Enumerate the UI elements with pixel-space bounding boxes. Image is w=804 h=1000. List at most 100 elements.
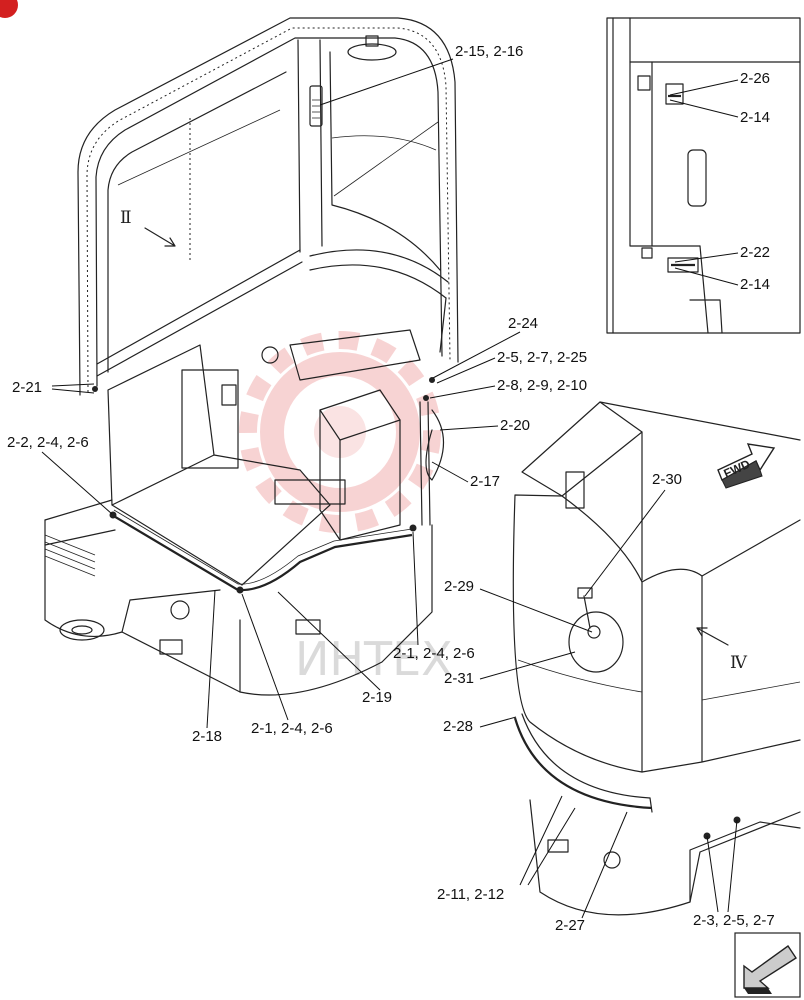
counterweight-panel — [512, 494, 643, 773]
mount-ring-inner — [71, 625, 93, 635]
leader-line — [479, 716, 517, 728]
callout-2-21: 2-21 — [12, 379, 42, 396]
base-bracket-b — [295, 619, 321, 635]
window-lower-rail-a — [96, 249, 301, 365]
mount-ring — [59, 619, 105, 641]
front-lower-band-a — [309, 249, 449, 283]
leader-line — [439, 425, 499, 431]
inset-handle — [687, 149, 707, 207]
callout-2-26: 2-26 — [740, 70, 770, 87]
callout-2-3-2-5-2-7: 2-3, 2-5, 2-7 — [693, 912, 775, 929]
decal-2-22 — [667, 257, 699, 273]
callout-2-8-2-9-2-10: 2-8, 2-9, 2-10 — [497, 377, 587, 394]
left-console-panel — [221, 384, 237, 406]
inset-door-frame — [629, 17, 701, 247]
floor-plate — [274, 479, 346, 505]
leader-line — [206, 589, 216, 729]
leader-line — [51, 383, 95, 387]
rear-frame-lower — [529, 799, 801, 916]
front-pillar-left — [297, 39, 301, 253]
cab-base-top — [44, 499, 116, 546]
bolt — [429, 377, 435, 383]
decal-2-26 — [665, 83, 684, 105]
cab-assembly — [44, 17, 459, 696]
base-lower-edge — [121, 589, 241, 693]
hose-2-20 — [425, 409, 444, 481]
skirt-2-28 — [513, 717, 653, 810]
leader-line — [674, 267, 739, 286]
nav-arrow-button[interactable] — [734, 932, 801, 998]
skirt-2-27 — [521, 713, 651, 799]
leader-line — [669, 99, 739, 118]
bolt — [423, 395, 429, 401]
front-window-reflection-a — [331, 135, 437, 151]
front-window-opening — [329, 51, 441, 271]
callout-2-15-2-16: 2-15, 2-16 — [455, 43, 523, 60]
inset-bracket — [641, 247, 653, 259]
view-marker-ii: Ⅱ — [120, 208, 132, 228]
callout-2-22: 2-22 — [740, 244, 770, 261]
callout-2-19: 2-19 — [362, 689, 392, 706]
callout-2-18: 2-18 — [192, 728, 222, 745]
base-hole — [170, 600, 190, 620]
left-window-edge — [107, 71, 287, 373]
skirt-end-cap — [649, 797, 653, 813]
connector-2-30 — [577, 587, 593, 599]
view-ii-arrow-icon — [144, 227, 176, 247]
callout-2-11-2-12: 2-11, 2-12 — [437, 886, 504, 903]
hose-2-19-inner — [113, 509, 413, 585]
callout-2-20: 2-20 — [500, 417, 530, 434]
base-bracket-a — [159, 639, 183, 655]
door-lock-spring — [312, 99, 320, 119]
rear-frame-plate — [689, 821, 801, 903]
base-grille — [44, 534, 96, 577]
console-bracket — [289, 329, 421, 381]
leader-line — [431, 461, 469, 483]
rear-wall — [107, 344, 215, 506]
view-iv-arrow-icon — [696, 627, 729, 646]
fwd-direction-arrow: FWD — [717, 443, 776, 489]
mirror-mount — [587, 625, 601, 639]
inset-lower-panel — [689, 245, 723, 334]
cab-weatherstrip — [86, 27, 451, 393]
leader-line — [527, 807, 576, 886]
inset-frame — [606, 17, 801, 334]
left-window-reflection — [117, 109, 281, 186]
callout-2-17: 2-17 — [470, 473, 500, 490]
callout-labels: 2-15, 2-16 2-26 2-14 2-22 2-14 2-24 2-5,… — [7, 43, 775, 934]
bolt — [236, 586, 244, 594]
arrow-down-left-icon-shadow — [744, 988, 772, 994]
leader-line — [519, 795, 563, 886]
leader-line — [584, 489, 666, 597]
hood-latch — [565, 471, 585, 509]
front-lower-band-b — [309, 264, 447, 299]
inset-detail — [606, 17, 801, 334]
side-door-line — [701, 681, 801, 701]
front-pillar-right — [319, 39, 323, 247]
leader-line — [706, 835, 719, 913]
arrow-down-left-icon — [743, 945, 797, 989]
watermark-gear-hub — [314, 406, 366, 458]
leader-lines — [41, 58, 739, 919]
callout-2-14-upper: 2-14 — [740, 109, 770, 126]
mirror-2-31 — [568, 611, 624, 673]
door-lock — [309, 85, 323, 127]
callout-2-24: 2-24 — [508, 315, 538, 332]
view-marker-iv: Ⅳ — [730, 653, 748, 673]
rear-frame-hole — [603, 851, 621, 869]
side-door-edge — [641, 575, 801, 773]
leader-line — [727, 819, 738, 913]
right-console — [319, 389, 401, 541]
hood-right-edge — [599, 401, 801, 581]
pipe-2-17-left — [419, 401, 423, 526]
side-door — [641, 519, 801, 583]
callout-2-30: 2-30 — [652, 471, 682, 488]
callout-2-29: 2-29 — [444, 578, 474, 595]
rear-frame-bracket — [547, 839, 569, 853]
callout-2-2-2-4-2-6: 2-2, 2-4, 2-6 — [7, 434, 89, 451]
leader-line — [432, 331, 521, 379]
front-window-reflection-b — [333, 121, 439, 197]
corner-badge-icon — [0, 0, 18, 18]
leader-line — [674, 252, 739, 263]
